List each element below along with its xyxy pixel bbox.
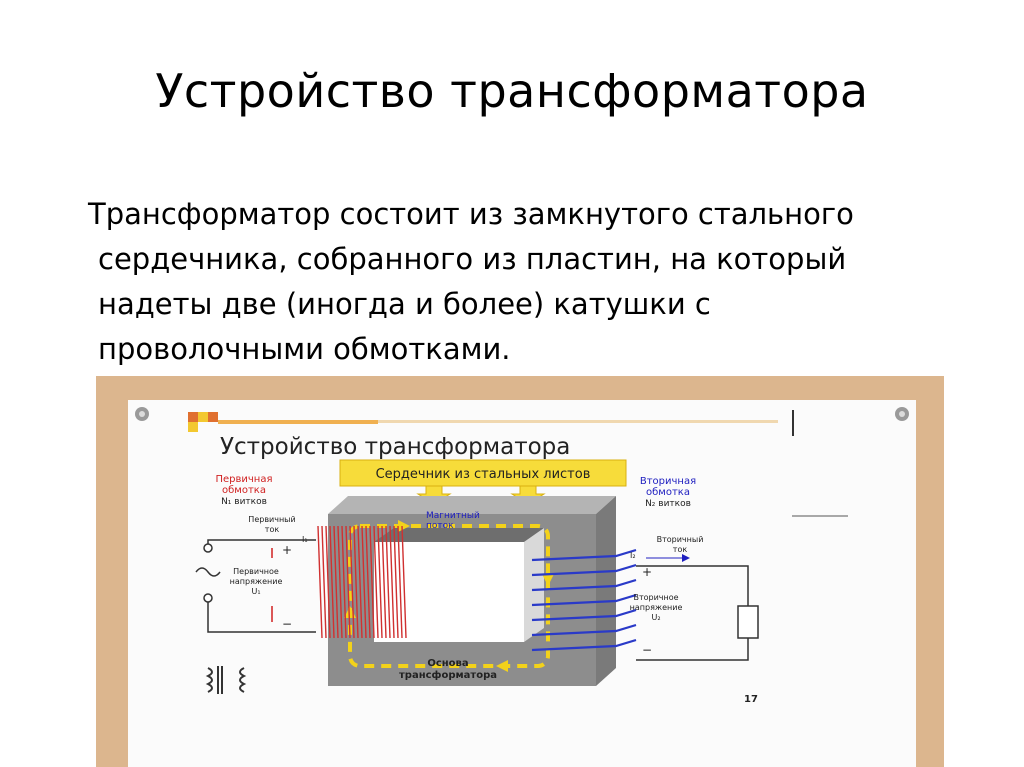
body-line: проволочными обмотками.	[98, 332, 511, 366]
secondary-winding-label: Вторичная	[640, 476, 696, 487]
plus-sign: +	[282, 543, 292, 557]
primary-winding-label: N₁ витков	[221, 497, 267, 507]
svg-text:Магнитный: Магнитный	[426, 511, 480, 521]
base-label: трансформатора	[399, 669, 497, 681]
primary-coil-turn	[341, 525, 347, 639]
secondary-winding-label: N₂ витков	[645, 499, 691, 509]
minus-sign: −	[282, 617, 292, 631]
primary-current-label: Первичный	[248, 515, 295, 524]
secondary-coil-turn	[531, 563, 637, 577]
plus-sign: +	[642, 565, 652, 579]
secondary-voltage-label: напряжение	[630, 603, 683, 612]
slide-title: Устройство трансформатора	[155, 64, 869, 118]
primary-current-symbol: I₁	[302, 535, 308, 544]
transformer-symbol-icon	[205, 666, 247, 694]
primary-coil-turn	[329, 525, 335, 639]
secondary-voltage-label: Вторичное	[633, 593, 678, 602]
diagram-title: Устройство трансформатора	[220, 434, 570, 460]
pin-icon	[135, 407, 149, 421]
primary-voltage-label: напряжение	[230, 577, 283, 586]
base-label: Основа	[427, 658, 468, 669]
secondary-current-label: ток	[673, 545, 688, 554]
magnetic-flux-path: Магнитный поток	[344, 511, 554, 672]
primary-coil-turn	[361, 525, 367, 639]
secondary-coil-turn	[531, 623, 637, 637]
primary-circuit	[195, 539, 316, 633]
current-arrow-head	[682, 554, 690, 562]
core-label: Сердечник из стальных листов	[339, 459, 627, 505]
pin-icon	[895, 407, 909, 421]
primary-coil-turn	[377, 525, 383, 639]
primary-voltage-label: U₁	[251, 587, 260, 596]
minus-sign: −	[642, 643, 652, 657]
svg-text:Сердечник из стальных листов: Сердечник из стальных листов	[376, 467, 591, 482]
primary-coil-turn	[317, 525, 323, 639]
primary-coil-turn	[349, 525, 355, 639]
transformer-diagram-image: Устройство трансформатора Сердечник из с…	[128, 400, 916, 767]
secondary-voltage-label: U₂	[651, 613, 660, 622]
load-resistor-icon	[737, 605, 759, 639]
page-number: 17	[744, 694, 758, 705]
header-decoration	[188, 410, 794, 436]
secondary-coil	[531, 548, 637, 652]
primary-coil-turn	[325, 525, 331, 639]
primary-coil-turn	[381, 525, 387, 639]
secondary-circuit	[636, 565, 749, 661]
primary-coil-turn	[369, 525, 375, 639]
primary-coil-turn	[401, 525, 407, 639]
primary-voltage-label: Первичное	[233, 567, 279, 576]
secondary-coil-turn	[531, 608, 637, 622]
primary-coil-turn	[321, 525, 327, 639]
primary-coil-turn	[345, 525, 351, 639]
cork-board: Устройство трансформатора Сердечник из с…	[96, 376, 944, 767]
body-line: надеты две (иногда и более) катушки с	[98, 287, 711, 321]
body-paragraph: Трансформатор состоит из замкнутого стал…	[88, 192, 948, 372]
primary-coil-turn	[385, 525, 391, 639]
secondary-coil-turn	[531, 578, 637, 592]
primary-coil-turn	[365, 525, 371, 639]
secondary-coil-turn	[531, 593, 637, 607]
primary-winding-label: Первичная	[215, 474, 272, 485]
secondary-coil-turn	[531, 548, 637, 562]
ac-source-icon	[203, 543, 213, 603]
secondary-current-label: Вторичный	[657, 535, 704, 544]
primary-coil-turn	[373, 525, 379, 639]
body-line: сердечника, собранного из пластин, на ко…	[98, 242, 847, 276]
primary-coil-turn	[393, 525, 399, 639]
primary-coil-turn	[357, 525, 363, 639]
svg-text:поток: поток	[426, 521, 454, 531]
secondary-current-symbol: I₂	[630, 551, 636, 560]
primary-coil-turn	[337, 525, 343, 639]
body-line: Трансформатор состоит из замкнутого стал…	[88, 197, 854, 231]
primary-coil-turn	[333, 525, 339, 639]
secondary-coil-turn	[531, 638, 637, 652]
primary-coil-turn	[397, 525, 403, 639]
primary-coil-turn	[389, 525, 395, 639]
primary-current-label: ток	[265, 525, 280, 534]
secondary-winding-label: обмотка	[646, 487, 690, 498]
primary-coil-turn	[353, 525, 359, 639]
primary-coil	[317, 525, 407, 639]
primary-winding-label: обмотка	[222, 485, 266, 496]
